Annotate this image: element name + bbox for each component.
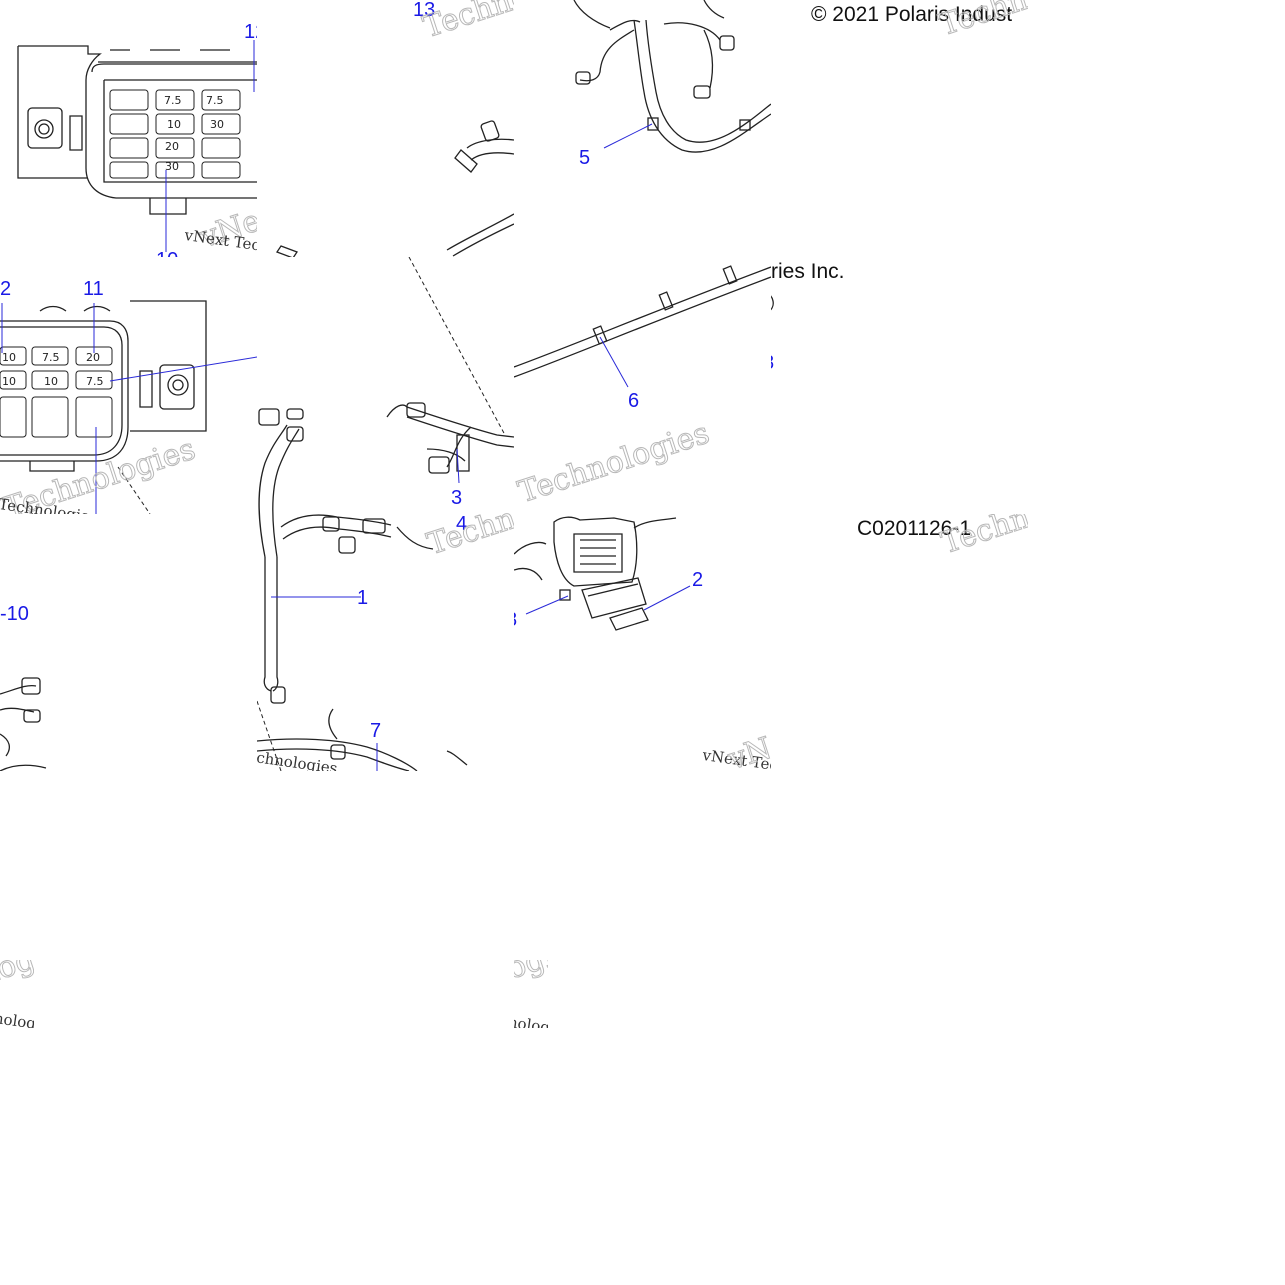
tile-clip-lower-left: Technologies Technologies	[0, 960, 34, 1028]
tile-harness-run: 6 vNext vNext Technologies Technologies	[514, 257, 771, 514]
watermark-clip-mid-caption: Technologies	[514, 1008, 548, 1028]
fuse-cell-left-2: 7.5	[42, 351, 60, 364]
connector-drawing-top	[276, 120, 514, 257]
tile-copyright: © 2021 Polaris Indust Technologies	[771, 0, 1028, 257]
callout-8-left: 8	[514, 610, 517, 630]
left-lower-drawing	[0, 677, 47, 771]
fuse-cell-top-5: 20	[165, 140, 179, 153]
tile-left-lower: -10	[0, 514, 257, 771]
tile-fuse-block-detail-top: 7.5 7.5 10 30 20 30 12 10 vNext vNext Te…	[0, 0, 257, 257]
tile-main-harness: 1 3 4 7 Technologies vNext Technologies	[257, 257, 514, 771]
leader-fuse	[109, 356, 257, 382]
harness-drawing-top	[573, 0, 771, 153]
right-upper-drawing	[771, 295, 774, 311]
callout-2-left: 2	[0, 278, 12, 300]
callout-3: 3	[451, 487, 463, 509]
callout-13: 13	[413, 0, 436, 21]
fuse-cell-top-3: 10	[167, 118, 181, 131]
callout-7: 7	[370, 720, 382, 742]
tile-right-upper: ries Inc. 8	[771, 257, 1028, 514]
callout-1: 1	[357, 587, 369, 609]
fuse-cell-top-6: 30	[165, 160, 179, 173]
fuse-cell-left-5: 10	[44, 375, 58, 388]
copyright-tail: ries Inc.	[771, 260, 845, 283]
tile-fuse-box-cover: 8 2 vNext Technologies vNext	[514, 514, 771, 771]
callout-5: 5	[579, 147, 591, 169]
callout-4: 4	[456, 513, 468, 535]
watermark-clip-left-caption: Technologies	[0, 1004, 34, 1028]
fuse-cell-top-1: 7.5	[164, 94, 182, 107]
leader-6	[599, 336, 629, 388]
callout-8: 8	[771, 353, 774, 373]
callout-6: 6	[628, 390, 640, 412]
dashed-guide-lower	[257, 700, 282, 771]
tile-harness-branch-top: 5	[514, 0, 771, 257]
fuse-box-drawing	[514, 516, 691, 631]
fuse-cell-left-3: 20	[86, 351, 100, 364]
dashed-guide-left	[117, 466, 151, 514]
callout-10-cut: 10	[156, 250, 178, 257]
fuse-cell-top-4: 30	[210, 118, 224, 131]
fuse-cell-left-1: 10	[2, 351, 16, 364]
fuse-cell-left-6: 7.5	[86, 375, 104, 388]
leader-2-main	[643, 585, 691, 611]
callout-12: 12	[244, 21, 257, 43]
leader-3	[456, 448, 460, 484]
dashed-guide-center	[408, 257, 506, 436]
tile-clip-lower-mid: Technologies Technologies	[514, 960, 548, 1028]
watermark-clip-left: Technologies	[0, 960, 34, 1024]
fuse-block-drawing-top: 7.5 7.5 10 30 20 30	[17, 40, 257, 252]
harness-run-drawing	[514, 265, 771, 388]
fuse-block-drawing-left: 10 7.5 20 10 10 7.5	[0, 300, 257, 514]
tile-figure-code: C0201126-1 Technologies	[771, 514, 1028, 771]
figure-code: C0201126-1	[857, 517, 972, 540]
leader-8	[525, 595, 569, 615]
fuse-cell-left-4: 10	[2, 375, 16, 388]
callout-11: 11	[83, 278, 104, 300]
leader-5	[603, 123, 653, 149]
fuse-cell-top-2: 7.5	[206, 94, 224, 107]
callout-2: 2	[692, 569, 704, 591]
callout-10-left: -10	[0, 603, 29, 625]
watermark-clip-mid: Technologies	[514, 960, 548, 1024]
tile-connector-top: 13 9 Technologies	[257, 0, 514, 257]
copyright-text: © 2021 Polaris Indust	[811, 3, 1013, 26]
main-harness-drawing	[257, 257, 514, 771]
tile-fuse-block-detail-left: 10 7.5 20 10 10 7.5 2 11 Technologies Te…	[0, 257, 257, 514]
